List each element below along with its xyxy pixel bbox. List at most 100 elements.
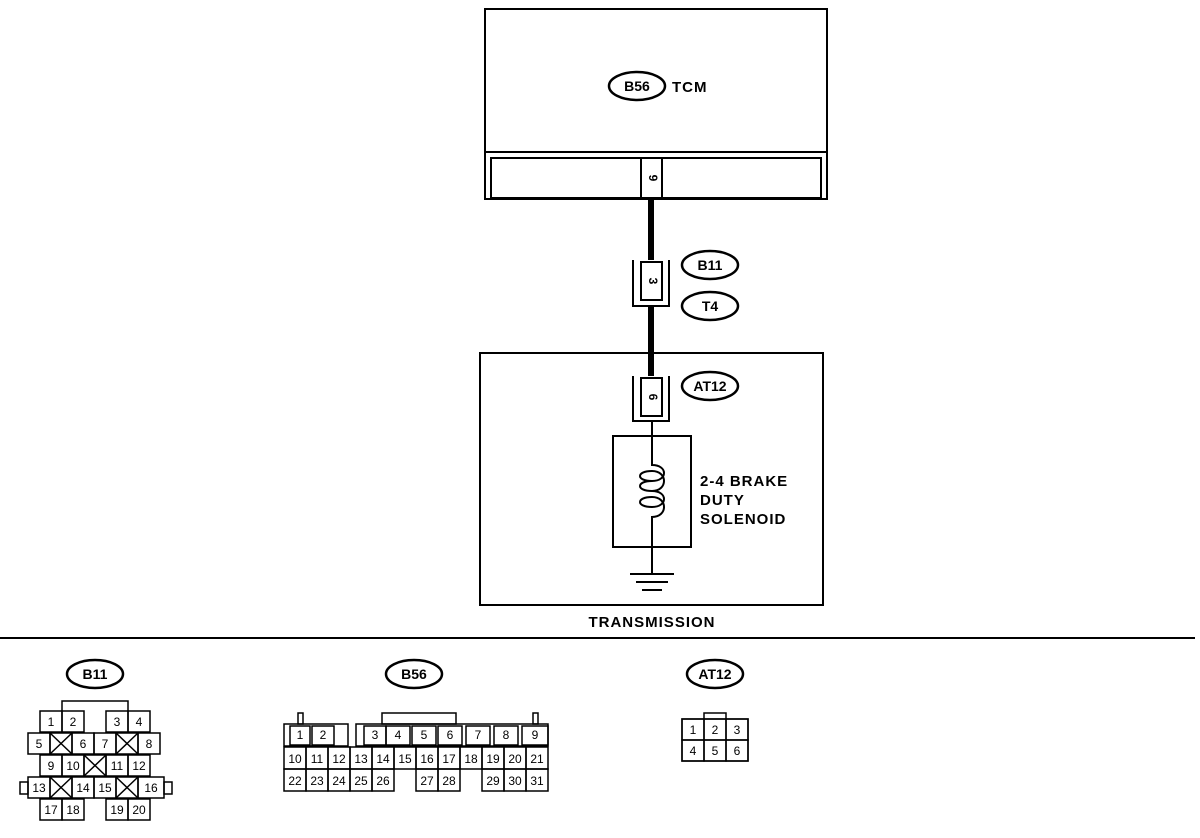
- b11-pin: 16: [144, 781, 158, 795]
- at12-pin: 6: [734, 744, 741, 758]
- b56-key-right-cell: [532, 712, 539, 725]
- b56-pin-cell: [521, 725, 549, 746]
- transmission-box: [479, 352, 824, 606]
- b56-pin: 30: [508, 774, 522, 788]
- b56-pin-cell: [411, 725, 437, 746]
- at12-connector-id: AT12: [693, 378, 726, 394]
- b56-pin: 10: [288, 752, 302, 766]
- b56-pin: 9: [532, 728, 539, 742]
- at12-view-title: AT12: [698, 666, 731, 682]
- b11-pin: 20: [132, 803, 146, 817]
- b56-pin: 1: [297, 728, 304, 742]
- junction-pin-cell: [640, 261, 663, 301]
- at12-connector-view: AT12 1 2 3 4 5 6: [681, 658, 749, 762]
- t4-connector-id: T4: [702, 298, 719, 314]
- tcm-box: [484, 8, 828, 200]
- b56-pin: 29: [486, 774, 500, 788]
- b11-pin: 10: [66, 759, 80, 773]
- tcm-connector-id: B56: [624, 78, 650, 94]
- at12-badge: [680, 370, 740, 402]
- b56-pin-cell: [437, 725, 463, 746]
- solenoid-label-line2: DUTY: [700, 492, 745, 509]
- tcm-pin-cell: [640, 157, 663, 199]
- b56-pin: 5: [421, 728, 428, 742]
- b56-pin: 13: [354, 752, 368, 766]
- b56-pin-cell: [385, 725, 411, 746]
- at12-pin: 2: [712, 723, 719, 737]
- b56-pin: 14: [376, 752, 390, 766]
- b56-pin: 31: [530, 774, 544, 788]
- b56-pin: 11: [311, 752, 324, 766]
- b56-pin: 15: [398, 752, 412, 766]
- b56-pin: 21: [530, 752, 544, 766]
- b56-view-title: B56: [401, 666, 427, 682]
- tcm-pin-number: 9: [646, 175, 660, 182]
- b56-pin-cell: [289, 725, 311, 746]
- at12-pin: 4: [690, 744, 697, 758]
- b11-pin: 11: [111, 759, 124, 773]
- b11-pin: 3: [114, 715, 121, 729]
- b56-pin: 24: [332, 774, 346, 788]
- b56-pin: 12: [332, 752, 346, 766]
- b11-pin: 6: [80, 737, 87, 751]
- b56-pin: 6: [447, 728, 454, 742]
- b56-pin: 18: [464, 752, 478, 766]
- b56-pin: 2: [320, 728, 327, 742]
- b11-connector-view: B11 1 2 3 4 5 6 7 8 9 10 1: [19, 658, 173, 821]
- b56-pin-cell: [465, 725, 491, 746]
- b11-pin: 1: [48, 715, 55, 729]
- b56-pin: 19: [486, 752, 500, 766]
- b11-pin: 5: [36, 737, 43, 751]
- tcm-label: TCM: [672, 79, 708, 96]
- at12-pin-number: 6: [646, 394, 660, 401]
- at12-pin: 1: [690, 723, 697, 737]
- b11-pin: 14: [76, 781, 90, 795]
- b56-pin: 4: [395, 728, 402, 742]
- b11-view-title: B11: [83, 666, 108, 682]
- b56-top-frame-left-cell: [283, 723, 349, 747]
- b56-pin: 25: [354, 774, 368, 788]
- solenoid-label-line3: SOLENOID: [700, 511, 786, 528]
- b11-badge: [680, 249, 740, 281]
- b11-pin: 18: [66, 803, 80, 817]
- at12-pin-cell: [640, 377, 663, 417]
- b56-pin: 7: [475, 728, 482, 742]
- b11-pin: 2: [70, 715, 77, 729]
- b11-pin: 17: [44, 803, 58, 817]
- b56-pin: 27: [420, 774, 434, 788]
- b11-pin: 8: [146, 737, 153, 751]
- ground-icon: [630, 573, 674, 591]
- b11-pin: 15: [98, 781, 112, 795]
- b11-pin: 7: [102, 737, 109, 751]
- t4-badge: [680, 290, 740, 322]
- b56-key-left-cell: [297, 712, 304, 725]
- b11-pin: 4: [136, 715, 143, 729]
- solenoid-label-line1: 2-4 BRAKE: [700, 473, 788, 490]
- b56-pin-cell: [525, 768, 549, 792]
- b56-pin: 8: [503, 728, 510, 742]
- b11-pin: 19: [110, 803, 124, 817]
- junction-pin-number: 3: [646, 278, 660, 285]
- at12-pin: 5: [712, 744, 719, 758]
- b56-pin-cell: [493, 725, 519, 746]
- solenoid-coil-icon: [639, 436, 665, 547]
- b56-pin: 17: [442, 752, 456, 766]
- b11-pin: 13: [32, 781, 46, 795]
- b56-pin-cell: [311, 725, 335, 746]
- at12-pin: 3: [734, 723, 741, 737]
- b56-pin: 23: [310, 774, 324, 788]
- b11-pin: 9: [48, 759, 55, 773]
- b56-pin: 26: [376, 774, 390, 788]
- b56-pin-cell: [371, 768, 395, 792]
- b11-connector-id: B11: [698, 257, 723, 273]
- transmission-label: TRANSMISSION: [588, 614, 715, 631]
- b56-key-center-cell: [381, 712, 457, 725]
- b56-pin: 16: [420, 752, 434, 766]
- b56-pin-cell: [437, 768, 461, 792]
- b56-pin: 22: [288, 774, 302, 788]
- b11-pin: 12: [132, 759, 146, 773]
- tcm-connector-badge: [607, 70, 667, 102]
- b56-pin: 20: [508, 752, 522, 766]
